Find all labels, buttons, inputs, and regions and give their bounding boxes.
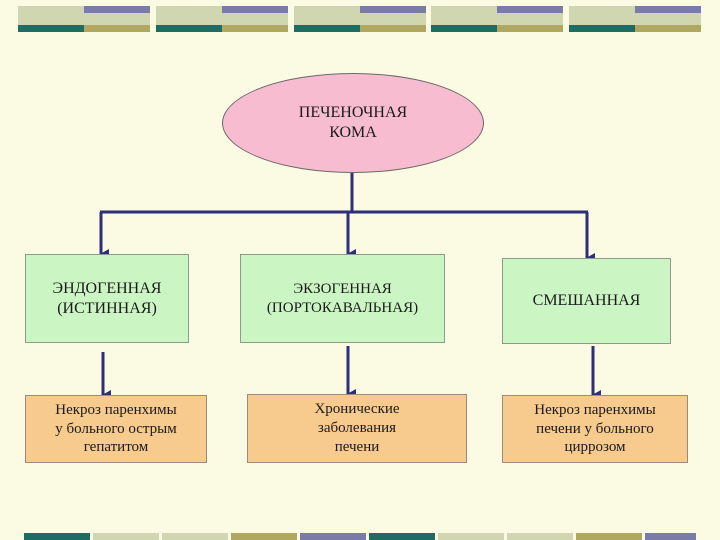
bottom-stripe: [507, 533, 573, 540]
type-label-mixed: СМЕШАННАЯ: [532, 292, 641, 309]
bottom-stripe: [369, 533, 435, 540]
bottom-stripe: [645, 533, 696, 540]
bottom-stripe: [93, 533, 159, 540]
bottom-stripe: [24, 533, 90, 540]
cause-box-mixed: Некроз паренхимы печени у больного цирро…: [502, 395, 688, 463]
cause-box-exogenous: Хронические заболевания печени: [247, 394, 467, 463]
cause-box-endogenous: Некроз паренхимы у больного острым гепат…: [25, 395, 207, 463]
top-stripe-group: [294, 6, 426, 32]
bottom-stripe: [300, 533, 366, 540]
type-box-mixed: СМЕШАННАЯ: [502, 258, 671, 344]
top-stripe-group: [569, 6, 701, 32]
type-label-exogenous: ЭКЗОГЕННАЯ (ПОРТОКАВАЛЬНАЯ): [266, 280, 419, 316]
bottom-stripe: [162, 533, 228, 540]
type-box-endogenous: ЭНДОГЕННАЯ (ИСТИННАЯ): [25, 254, 189, 343]
top-stripe-group: [156, 6, 288, 32]
type-box-exogenous: ЭКЗОГЕННАЯ (ПОРТОКАВАЛЬНАЯ): [240, 254, 445, 343]
top-stripe-group: [18, 6, 150, 32]
top-stripe-group: [431, 6, 563, 32]
bottom-stripe: [231, 533, 297, 540]
cause-label-mixed: Некроз паренхимы печени у больного цирро…: [534, 401, 656, 456]
bottom-stripe: [438, 533, 504, 540]
type-label-endogenous: ЭНДОГЕННАЯ (ИСТИННАЯ): [52, 279, 162, 317]
root-node-hepatic-coma: ПЕЧЕНОЧНАЯ КОМА: [222, 73, 484, 173]
bottom-stripe: [576, 533, 642, 540]
cause-label-endogenous: Некроз паренхимы у больного острым гепат…: [55, 401, 177, 456]
root-node-label: ПЕЧЕНОЧНАЯ КОМА: [298, 104, 408, 141]
cause-label-exogenous: Хронические заболевания печени: [314, 401, 400, 455]
